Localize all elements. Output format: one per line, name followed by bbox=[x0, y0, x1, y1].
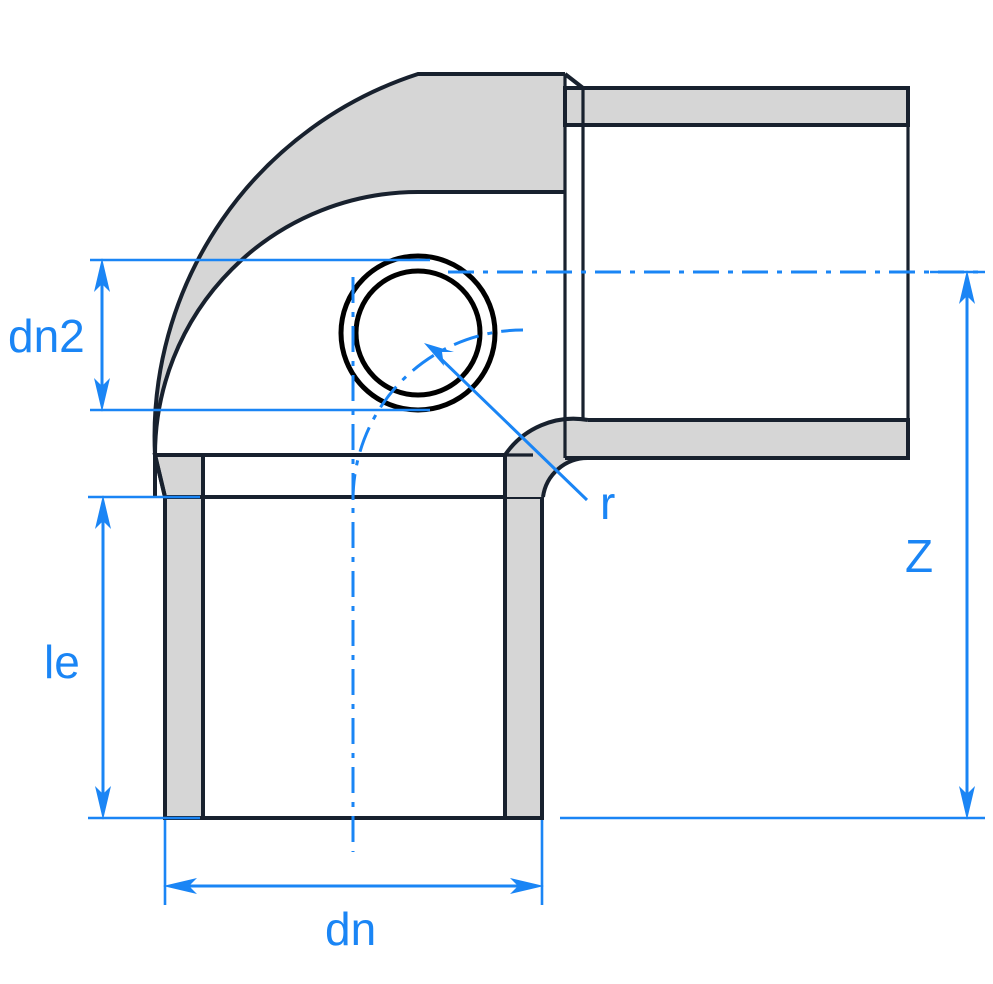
le-arrow-top bbox=[95, 495, 111, 529]
vertical-arm-left-wall bbox=[165, 497, 203, 818]
vertical-socket-shoulder-left bbox=[155, 455, 203, 497]
dimension-r: r bbox=[424, 343, 615, 529]
elbow-inner-corner bbox=[505, 418, 588, 497]
horizontal-arm-bottom-wall bbox=[565, 420, 908, 458]
elbow-curved-wall-outline bbox=[152, 72, 565, 497]
dn2-arrow-bottom bbox=[94, 378, 110, 412]
horizontal-socket-seam bbox=[563, 74, 585, 458]
vertical-socket-ledge-lines bbox=[203, 453, 533, 499]
r-leader-arrowhead bbox=[424, 343, 454, 366]
horizontal-arm-top-wall bbox=[565, 88, 908, 125]
Z-arrow-bottom bbox=[959, 786, 975, 820]
bore-inner-circle bbox=[353, 268, 483, 398]
dn-arrow-right bbox=[510, 878, 544, 894]
vertical-arm-right-wall bbox=[505, 497, 542, 818]
bend-radius-center-arc bbox=[351, 328, 524, 501]
dimension-label-dn: dn bbox=[325, 903, 376, 955]
dimension-le: le bbox=[44, 495, 200, 820]
le-arrow-bottom bbox=[95, 786, 111, 820]
vertical-socket-chamfer bbox=[153, 454, 167, 498]
dimension-label-Z: Z bbox=[905, 530, 933, 582]
dimension-Z: Z bbox=[560, 270, 985, 820]
dimension-label-r: r bbox=[600, 477, 615, 529]
dimension-dn2: dn2 bbox=[8, 258, 430, 412]
Z-arrow-top bbox=[959, 270, 975, 304]
dimension-label-dn2: dn2 bbox=[8, 310, 85, 362]
dn2-arrow-top bbox=[94, 258, 110, 292]
dimension-dn: dn bbox=[163, 820, 544, 955]
elbow-part-body bbox=[152, 72, 910, 820]
dn-arrow-left bbox=[163, 878, 197, 894]
elbow-curved-wall bbox=[154, 74, 565, 497]
center-lines-group bbox=[351, 270, 985, 852]
r-leader-line bbox=[435, 353, 589, 502]
elbow-top-joint-line bbox=[563, 72, 585, 90]
dimension-label-le: le bbox=[44, 636, 80, 688]
